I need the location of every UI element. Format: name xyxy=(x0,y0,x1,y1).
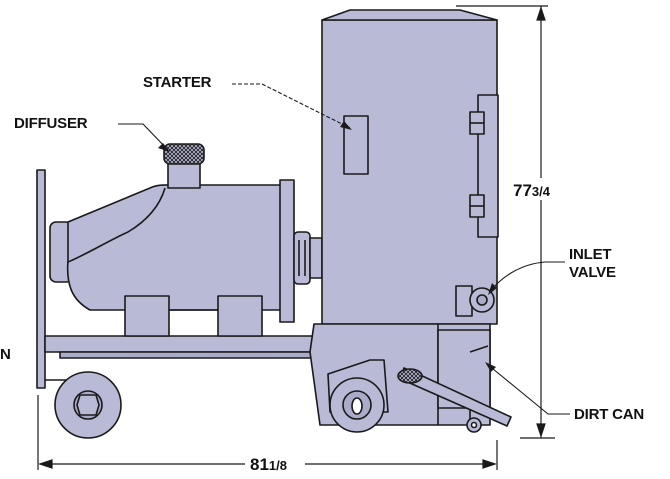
dirt-can-label: DIRT CAN xyxy=(574,406,645,423)
cut-off-label: N xyxy=(0,346,11,363)
height-fraction: 3/4 xyxy=(531,184,550,199)
inlet-valve xyxy=(455,285,495,317)
width-dimension: 811/8 xyxy=(250,455,287,475)
tank-body xyxy=(321,9,499,325)
starter-box xyxy=(343,115,369,175)
inlet-valve-label-line2: VALVE xyxy=(569,264,616,281)
push-handle xyxy=(36,169,68,389)
height-dimension: 773/4 xyxy=(513,181,550,201)
diffuser-label: DIFFUSER xyxy=(14,115,88,132)
inlet-valve-label-line1: INLET xyxy=(569,246,612,263)
width-whole: 81 xyxy=(250,455,269,474)
rear-caster xyxy=(466,410,482,433)
diffuser xyxy=(163,143,205,189)
width-fraction: 1/8 xyxy=(268,458,287,473)
starter-label: STARTER xyxy=(143,74,212,91)
leader-lines xyxy=(118,83,570,415)
motor-assembly xyxy=(49,179,323,337)
brake-lever xyxy=(397,367,512,427)
chassis-platform xyxy=(44,335,336,359)
left-wheel xyxy=(54,371,122,439)
height-whole: 77 xyxy=(513,181,532,200)
dimension-lines xyxy=(37,5,555,470)
caster-wheel xyxy=(327,359,389,433)
